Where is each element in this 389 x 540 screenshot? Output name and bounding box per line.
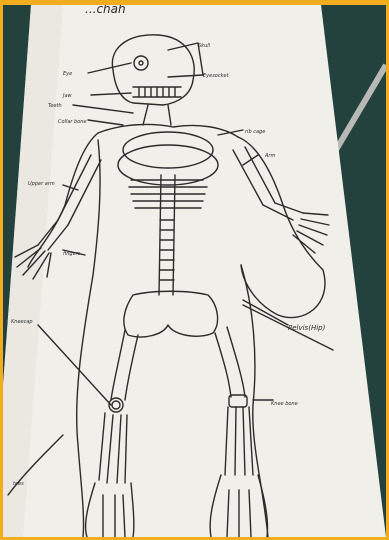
label-toes: toes xyxy=(13,481,24,487)
paper-sheet xyxy=(3,5,386,537)
label-ribcage: rib cage xyxy=(245,129,265,135)
label-collarbone: Collar bone xyxy=(58,119,87,125)
label-upperarm: Upper arm xyxy=(28,181,55,187)
label-jaw: Jaw xyxy=(62,93,73,99)
photo: ...chah xyxy=(3,5,386,537)
label-teeth: Teeth xyxy=(48,103,62,109)
label-eye: Eye xyxy=(63,71,72,77)
label-arm: Arm xyxy=(264,153,275,159)
label-pelvis: Pelvis(Hip) xyxy=(288,324,326,332)
label-fingers: fingers xyxy=(63,251,81,257)
label-eyesocket: Eyesocket xyxy=(203,73,230,79)
label-knee: Knee bone xyxy=(271,401,298,407)
label-top: ...chah xyxy=(85,5,126,16)
label-skull: Skull xyxy=(198,43,211,49)
label-kneecap: Kneecap xyxy=(11,319,33,325)
skeleton-drawing: ...chah xyxy=(3,5,386,537)
